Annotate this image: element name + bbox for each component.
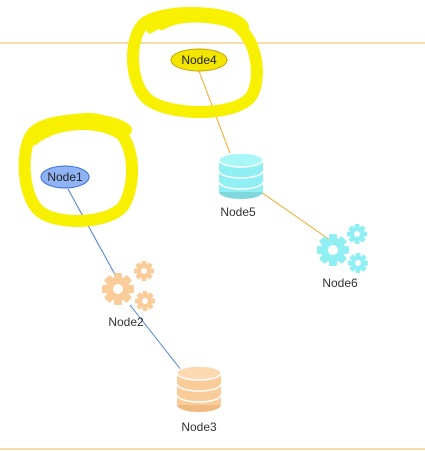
node2[interactable]: Node2: [102, 261, 155, 329]
node3-label: Node3: [181, 420, 217, 434]
node4-shape: [170, 48, 228, 72]
database-icon: [218, 152, 264, 199]
node4[interactable]: Node4: [170, 48, 228, 72]
node1-label: Node1: [47, 170, 83, 184]
highlight-node4-scribble: [126, 7, 263, 118]
database-icon: [176, 365, 222, 412]
node5[interactable]: Node5: [218, 152, 264, 219]
node4-label: Node4: [181, 53, 217, 67]
gears-icon: [317, 224, 368, 273]
node3[interactable]: Node3: [176, 365, 222, 434]
edge-node2-node3[interactable]: [129, 304, 186, 376]
edge-node5-node6[interactable]: [257, 189, 331, 241]
node1[interactable]: Node1: [40, 165, 90, 189]
node6-label: Node6: [322, 276, 358, 290]
highlight-node1-scribble: [18, 113, 138, 227]
node5-label: Node5: [220, 205, 256, 219]
node1-shape: [40, 165, 90, 189]
node2-label: Node2: [108, 315, 144, 329]
gears-icon: [102, 261, 155, 311]
node6[interactable]: Node6: [317, 224, 368, 290]
edge-node1-node2[interactable]: [67, 188, 119, 281]
